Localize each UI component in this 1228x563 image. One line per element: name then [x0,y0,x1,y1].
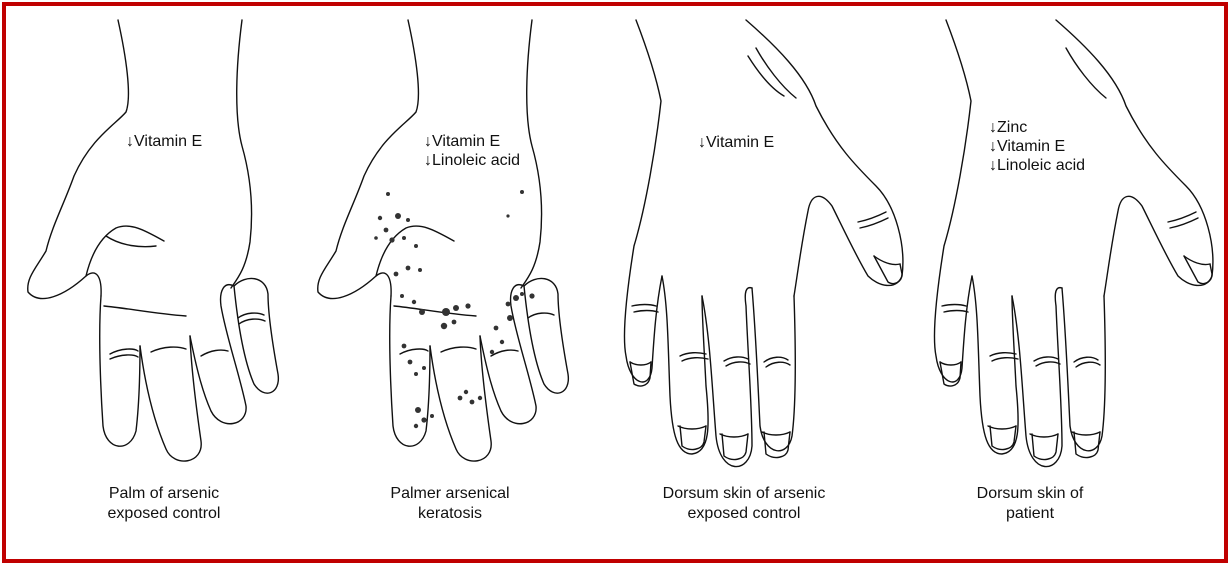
lesion-dot [452,320,457,325]
nutrient-marker: ↓Linoleic acid [424,151,520,170]
nutrient-marker: ↓Linoleic acid [989,156,1085,175]
panel-caption: Dorsum skin of patient [900,484,1160,524]
lesion-dot [500,340,504,344]
lesion-dot [513,295,519,301]
panel-dorsum-control: ↓Vitamin E Dorsum skin of arsenic expose… [606,6,916,559]
lesion-dot [458,396,463,401]
nutrient-marker: ↓Zinc [989,118,1085,137]
lesion-dot [408,360,413,365]
nutrient-markers: ↓Vitamin E [698,133,774,152]
lesion-dot [490,350,494,354]
lesion-dot [464,390,468,394]
lesion-dot [465,303,470,308]
lesion-dot [506,214,509,217]
lesion-dot [402,236,406,240]
lesion-dot [412,300,416,304]
nutrient-marker: ↓Vitamin E [424,132,520,151]
nutrient-marker: ↓Vitamin E [126,132,202,151]
panel-caption: Palmer arsenical keratosis [320,484,580,524]
dorsum-hand-drawing [606,6,916,476]
nutrient-markers: ↓Vitamin E ↓Linoleic acid [424,132,520,170]
panel-caption: Dorsum skin of arsenic exposed control [614,484,874,524]
panel-palm-control: ↓Vitamin E Palm of arsenic exposed contr… [6,6,306,559]
nutrient-markers: ↓Zinc ↓Vitamin E ↓Linoleic acid [989,118,1085,175]
palm-hand-drawing [6,6,306,476]
lesion-dot [402,344,407,349]
lesion-dot [406,218,410,222]
lesion-dot [395,213,401,219]
lesion-dot [415,407,421,413]
panel-palmar-keratosis: ↓Vitamin E ↓Linoleic acid Palmer arsenic… [296,6,606,559]
lesion-dot [400,294,404,298]
keratosis-hand-drawing [296,6,606,476]
nutrient-markers: ↓Vitamin E [126,132,202,151]
lesion-dot [421,417,426,422]
lesion-dot [520,292,524,296]
lesion-dot [414,244,418,248]
lesion-dot [520,190,524,194]
lesion-dot [418,268,422,272]
nutrient-marker: ↓Vitamin E [698,133,774,152]
lesion-dot [506,302,511,307]
lesion-dot [441,323,447,329]
lesion-dot [442,308,450,316]
lesion-dot [386,192,390,196]
lesion-dot [389,237,394,242]
lesion-dot [494,326,499,331]
lesion-dot [374,236,378,240]
lesion-dot [406,266,411,271]
panel-caption: Palm of arsenic exposed control [34,484,294,524]
lesion-dot [430,414,434,418]
lesion-dot [478,396,482,400]
nutrient-marker: ↓Vitamin E [989,137,1085,156]
lesion-dot [378,216,382,220]
panel-dorsum-patient: ↓Zinc ↓Vitamin E ↓Linoleic acid Dorsum s… [916,6,1224,559]
lesion-dot [419,309,425,315]
lesion-dot [470,400,475,405]
lesion-dot [414,372,418,376]
lesion-dot [414,424,418,428]
lesion-dot [507,315,513,321]
keratosis-lesions [374,190,534,428]
dorsum-patient-hand-drawing [916,6,1224,476]
lesion-dot [384,228,389,233]
lesion-dot [422,366,426,370]
lesion-dot [394,272,399,277]
lesion-dot [453,305,459,311]
lesion-dot [529,293,534,298]
